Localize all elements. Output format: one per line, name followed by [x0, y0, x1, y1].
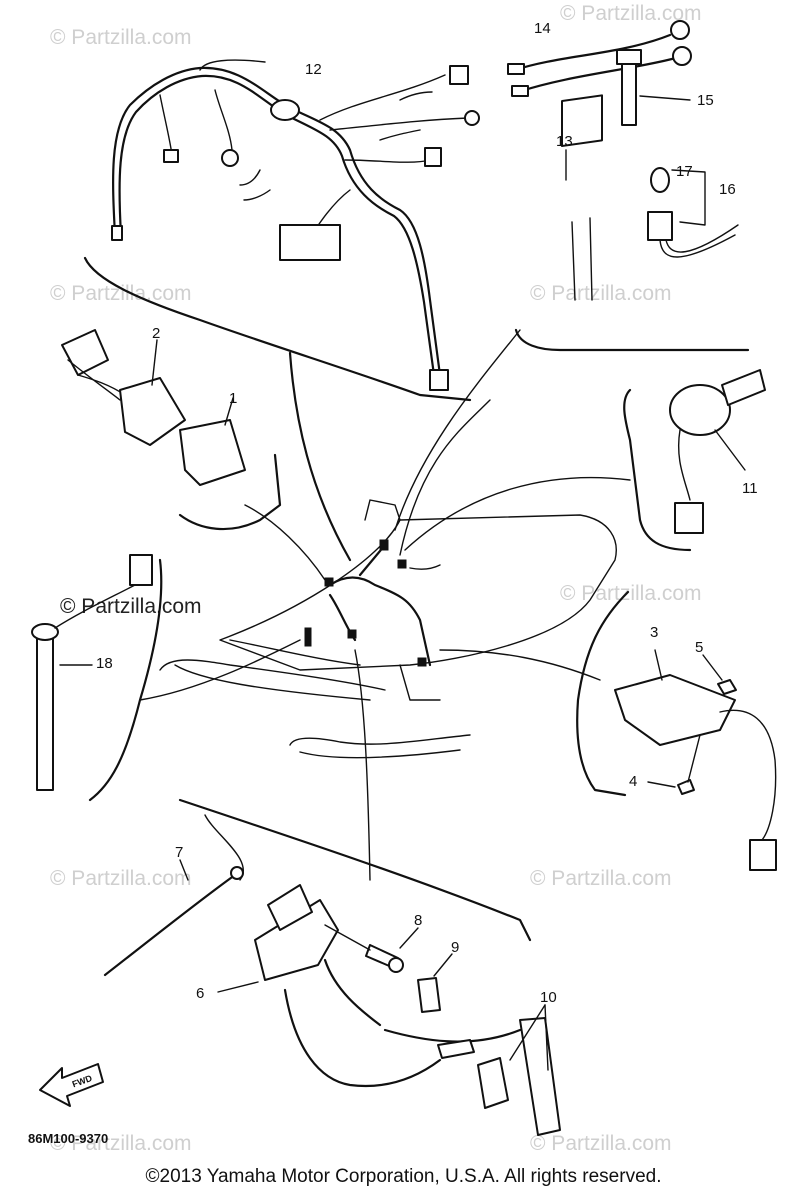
part-6-10-ignition-coil: [103, 798, 561, 1136]
boot-icon: [437, 1039, 475, 1059]
group-bracket-line: [576, 590, 630, 797]
callout-10: 10: [540, 989, 557, 1006]
bulb-icon: [650, 167, 670, 193]
watermark: © Partzilla.com: [530, 1132, 672, 1155]
part-11-main-switch: [669, 369, 766, 534]
part-13-rectifier: [561, 94, 603, 301]
group-bracket-line: [178, 798, 532, 942]
group-bracket-line: [178, 453, 282, 531]
terminal-icon: [511, 85, 529, 97]
regulator-icon: [614, 674, 736, 746]
callout-14: 14: [534, 20, 551, 37]
callout-8: 8: [414, 912, 422, 929]
connector-icon: [464, 110, 480, 126]
watermark: © Partzilla.com: [560, 582, 702, 605]
connector-icon: [221, 149, 239, 167]
callout-13: 13: [556, 133, 573, 150]
connector-icon: [129, 554, 153, 586]
callout-3: 3: [650, 624, 658, 641]
callout-11: 11: [742, 480, 758, 497]
connector-icon: [449, 65, 469, 85]
grommet-icon: [230, 866, 244, 880]
sensor-rod-icon: [36, 634, 54, 791]
group-bracket-line: [623, 388, 692, 552]
bolt-head-icon: [388, 957, 404, 973]
callout-17: 17: [676, 163, 693, 180]
installed-harness: [304, 539, 432, 667]
sensor-cap-icon: [31, 623, 59, 641]
group-bracket-line: [88, 558, 163, 802]
connector-icon: [111, 225, 123, 241]
forward-arrow: FWD: [39, 1063, 104, 1107]
group-bracket-line: [514, 328, 750, 352]
callout-labels: 1 2 3 4 5 6 7 8 9 10 11 12 13 14 15 16 1…: [96, 20, 758, 1006]
wire-harness-part-12: [111, 59, 480, 391]
callout-12: 12: [305, 61, 322, 78]
bulb-socket-icon: [672, 46, 692, 66]
rectifier-icon: [561, 94, 603, 148]
group-bracket-line: [83, 256, 472, 402]
callout-15: 15: [697, 92, 714, 109]
watermark: © Partzilla.com: [530, 282, 672, 305]
part-14-15: [507, 20, 692, 126]
snowmobile-outline: [159, 499, 617, 759]
part-3-4-5-regulator: [614, 649, 777, 871]
callout-2: 2: [152, 325, 160, 342]
terminal-icon: [507, 63, 525, 75]
cable-tie-head-icon: [616, 49, 642, 65]
part-18-sensor: [31, 554, 153, 791]
leader-lines: [139, 329, 631, 881]
callout-4: 4: [629, 773, 637, 790]
watermark: © Partzilla.com: [50, 282, 192, 305]
callout-9: 9: [451, 939, 459, 956]
bulb-socket-icon: [670, 20, 690, 40]
copyright-notice: ©2013 Yamaha Motor Corporation, U.S.A. A…: [145, 1166, 662, 1187]
forward-arrow-icon: [39, 1063, 104, 1107]
clamp-icon: [417, 977, 441, 1013]
watermark: © Partzilla.com: [50, 867, 192, 890]
connector-icon: [674, 502, 704, 534]
key-switch-icon: [669, 384, 731, 436]
leader-line: [288, 351, 352, 562]
callout-6: 6: [196, 985, 204, 1002]
nut-icon: [717, 679, 737, 695]
cable-tie-icon: [621, 54, 637, 126]
callout-7: 7: [175, 844, 183, 861]
bolt-head-icon: [677, 779, 695, 795]
connector-icon: [424, 147, 442, 167]
part-16-17-bulb-socket: [647, 167, 739, 258]
cdi-unit-icon: [179, 419, 246, 486]
spark-cap-icon: [477, 1057, 509, 1109]
connector-icon: [429, 369, 449, 391]
watermark: © Partzilla.com: [530, 867, 672, 890]
connector-icon: [163, 149, 179, 163]
watermark: © Partzilla.com: [50, 26, 192, 49]
callout-18: 18: [96, 655, 113, 672]
plug-icon: [61, 329, 109, 376]
callout-1: 1: [229, 390, 237, 407]
key-icon: [721, 369, 766, 406]
callout-16: 16: [719, 181, 736, 198]
callout-5: 5: [695, 639, 703, 656]
grommet-icon: [270, 99, 300, 121]
watermark: © Partzilla.com: [50, 1132, 192, 1155]
diagram-code: 86M100-9370: [28, 1131, 108, 1146]
coil-terminal-icon: [267, 884, 313, 931]
socket-icon: [647, 211, 673, 241]
connector-bundle-icon: [279, 224, 341, 261]
connector-icon: [749, 839, 777, 871]
watermark: © Partzilla.com: [560, 2, 702, 25]
watermark: © Partzilla.com: [60, 595, 202, 618]
connector-housing-icon: [119, 377, 186, 446]
part-1-2-cdi-unit: [61, 329, 246, 486]
watermark-group: © Partzilla.com © Partzilla.com © Partzi…: [50, 2, 702, 1155]
